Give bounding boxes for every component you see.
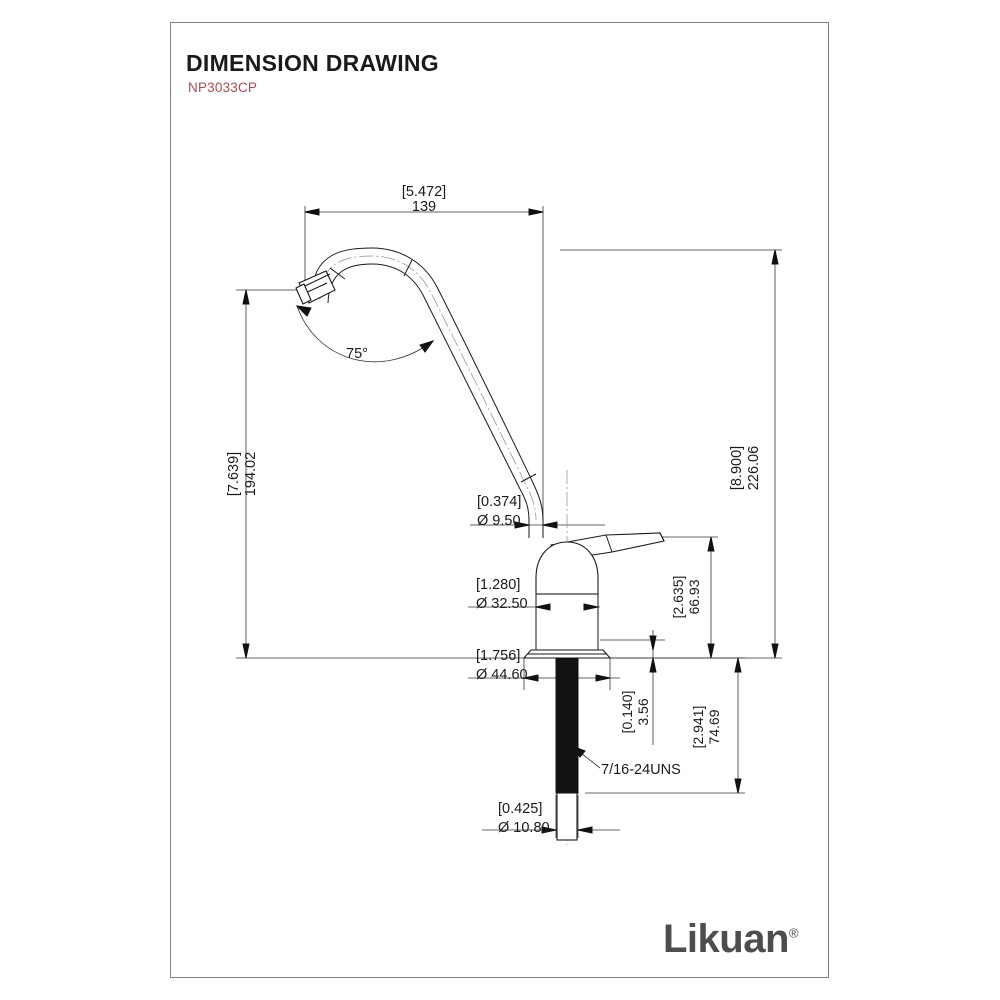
thread-callout-label: 7/16-24UNS bbox=[601, 762, 681, 778]
registered-trademark-icon: ® bbox=[788, 925, 799, 941]
dimension-overall-height: [8.900] 226.06 bbox=[729, 249, 779, 659]
dim-label-shank-len-inch: [2.941] bbox=[690, 706, 706, 749]
faucet-dome-cap bbox=[535, 541, 599, 595]
dimension-body-height: [2.635] 66.93 bbox=[670, 536, 715, 659]
dimension-shank-length: [2.941] 74.69 bbox=[690, 657, 742, 794]
dim-label-spout-height-inch: [7.639] bbox=[226, 452, 242, 496]
threaded-shank bbox=[555, 657, 579, 794]
dimension-flange-diameter: [1.756] Ø 44.60 bbox=[476, 648, 611, 690]
dim-label-tube-dia-inch: [0.374] bbox=[477, 494, 521, 510]
spout-aerator-tip bbox=[295, 270, 336, 305]
dimension-flange-thickness: [0.140] 3.56 bbox=[619, 630, 657, 745]
dim-label-spout-reach-inch: [5.472] bbox=[402, 184, 446, 200]
dimension-body-diameter: [1.280] Ø 32.50 bbox=[476, 577, 599, 650]
dim-label-spout-height-mm: 194.02 bbox=[243, 452, 259, 496]
dim-label-spout-reach-mm: 139 bbox=[412, 199, 436, 215]
dim-label-flange-thk-inch: [0.140] bbox=[619, 691, 635, 734]
dim-label-flange-dia-inch: [1.756] bbox=[476, 648, 520, 664]
dim-label-overall-height-mm: 226.06 bbox=[746, 446, 762, 490]
dimension-spout-reach: [5.472] 139 bbox=[304, 184, 544, 216]
title-block: DIMENSION DRAWING NP3033CP bbox=[186, 50, 706, 95]
dim-label-outlet-dia-mm: Ø 10.80 bbox=[498, 820, 550, 836]
brand-logo: Likuan® bbox=[663, 917, 799, 961]
drawing-sheet-frame bbox=[170, 22, 829, 978]
dimension-tube-outlet-diameter: [0.425] Ø 10.80 bbox=[498, 801, 593, 836]
spout-stem bbox=[528, 518, 544, 538]
dimension-spout-tube-diameter: [0.374] Ø 9.50 bbox=[477, 494, 558, 529]
dim-label-body-dia-inch: [1.280] bbox=[476, 577, 520, 593]
dim-label-flange-thk-mm: 3.56 bbox=[635, 698, 651, 725]
faucet-body bbox=[535, 593, 599, 651]
brand-name: Likuan bbox=[663, 917, 789, 961]
dim-label-outlet-dia-inch: [0.425] bbox=[498, 801, 542, 817]
model-number: NP3033CP bbox=[188, 80, 258, 96]
dim-label-overall-height-inch: [8.900] bbox=[729, 446, 745, 490]
faucet-spout bbox=[311, 247, 544, 521]
extension-lines bbox=[236, 206, 782, 838]
dim-label-tube-dia-mm: Ø 9.50 bbox=[477, 513, 521, 529]
outlet-tube bbox=[556, 792, 578, 841]
base-flange bbox=[522, 649, 612, 659]
dim-label-body-dia-mm: Ø 32.50 bbox=[476, 596, 528, 612]
thread-callout: 7/16-24UNS bbox=[570, 744, 681, 778]
angle-label: 75° bbox=[346, 346, 368, 362]
dimension-spout-height: [7.639] 194.02 bbox=[226, 289, 259, 659]
dim-label-body-height-mm: 66.93 bbox=[686, 579, 702, 614]
dim-label-body-height-inch: [2.635] bbox=[670, 576, 686, 619]
dim-label-shank-len-mm: 74.69 bbox=[706, 709, 722, 744]
page-title: DIMENSION DRAWING bbox=[186, 50, 439, 76]
dim-label-flange-dia-mm: Ø 44.60 bbox=[476, 667, 528, 683]
dimension-spout-angle: 75° bbox=[295, 305, 435, 363]
